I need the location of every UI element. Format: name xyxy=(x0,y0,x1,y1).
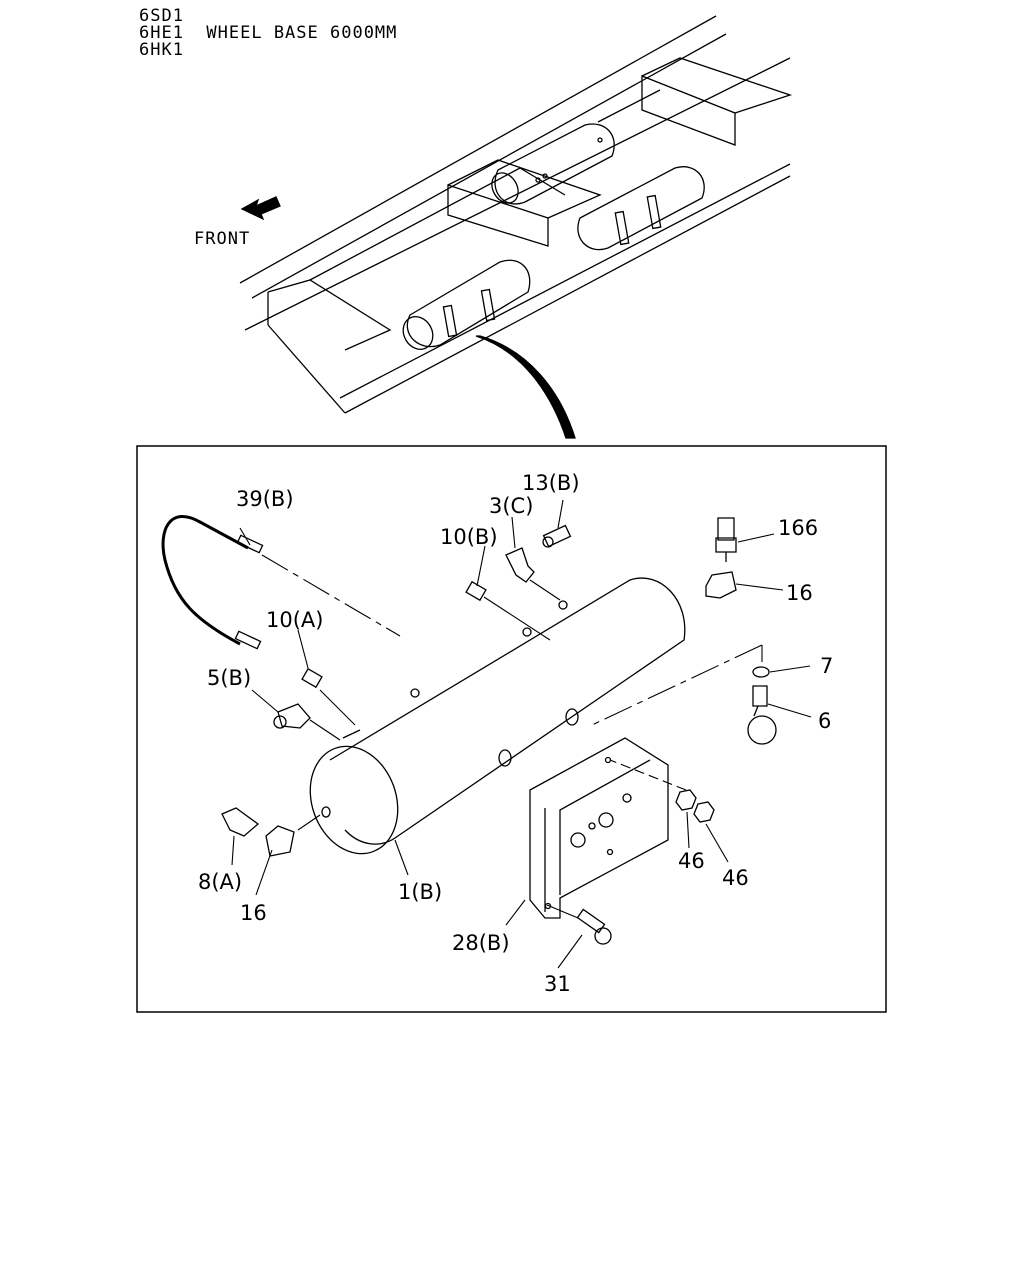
mounting-bracket xyxy=(530,738,668,918)
header-line-2: 6HE1 WHEEL BASE 6000MM xyxy=(139,23,398,43)
callout-5b: 5(B) xyxy=(207,666,251,690)
elbow-3c xyxy=(506,548,534,582)
callout-46-left: 46 xyxy=(678,849,705,873)
overview-air-tank-middle xyxy=(487,124,615,208)
detail-frame xyxy=(137,446,886,1012)
elbow-16-top xyxy=(706,572,736,598)
callout-13b: 13(B) xyxy=(522,471,580,495)
elbow-5b xyxy=(274,704,310,728)
detail-pointer xyxy=(476,336,575,438)
callout-16-bottom: 16 xyxy=(240,901,267,925)
callout-39b: 39(B) xyxy=(236,487,294,511)
connector-8a xyxy=(222,808,258,836)
air-tank xyxy=(296,578,685,866)
header-line-3: 6HK1 xyxy=(139,40,184,60)
callout-8a: 8(A) xyxy=(198,870,242,894)
sensor-166 xyxy=(716,518,736,562)
nut-46-left xyxy=(676,790,696,810)
front-label: FRONT xyxy=(194,229,251,249)
drain-hose xyxy=(163,516,248,644)
bolt-31 xyxy=(577,909,611,944)
fitting-10b xyxy=(466,582,486,600)
hose-fitting-lower xyxy=(235,631,260,648)
callout-31: 31 xyxy=(544,972,571,996)
callout-46-right: 46 xyxy=(722,866,749,890)
drain-valve-6 xyxy=(748,686,776,744)
chassis-frame xyxy=(240,16,790,413)
callout-16-top: 16 xyxy=(786,581,813,605)
leader-lines xyxy=(232,500,811,968)
overview-air-tank-front xyxy=(397,260,529,354)
callout-28b: 28(B) xyxy=(452,931,510,955)
hose-fitting-upper xyxy=(237,535,262,552)
callout-1b: 1(B) xyxy=(398,880,442,904)
callout-6: 6 xyxy=(818,709,831,733)
callout-10a: 10(A) xyxy=(266,608,323,632)
callout-3c: 3(C) xyxy=(489,494,533,518)
connector-13b xyxy=(543,525,570,547)
callout-10b: 10(B) xyxy=(440,525,498,549)
callout-166: 166 xyxy=(778,516,818,540)
nut-46-right xyxy=(694,802,714,822)
fitting-10a xyxy=(302,669,322,687)
front-arrow-icon xyxy=(242,197,280,219)
washer-7 xyxy=(753,667,769,677)
callout-7: 7 xyxy=(820,654,833,678)
elbow-16-bottom xyxy=(266,826,294,856)
overview-air-tank-rear xyxy=(578,167,704,250)
header-line-1: 6SD1 xyxy=(139,6,184,26)
